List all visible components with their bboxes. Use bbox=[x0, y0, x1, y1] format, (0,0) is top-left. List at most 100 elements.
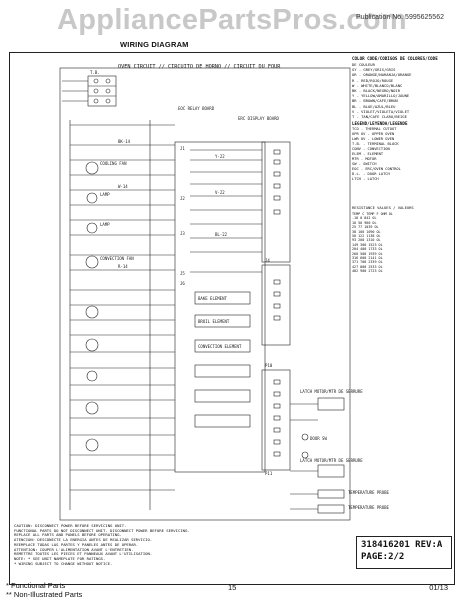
label-display-board: ERC DISPLAY BOARD bbox=[238, 116, 280, 121]
functional-parts-note: * Functional Parts bbox=[6, 581, 66, 590]
connector-pins bbox=[273, 149, 281, 457]
label-door-sw: DOOR SW bbox=[310, 436, 327, 441]
caution-line: NOTE: * SEE UNIT NAMEPLATE FOR RATINGS. bbox=[14, 556, 106, 561]
label-wire-r: R-14 bbox=[118, 264, 128, 269]
caution-line: REEMPLACE TODAS LAS PARTES Y PANELES ANT… bbox=[14, 542, 139, 547]
label-j5: J5 bbox=[180, 271, 185, 276]
component-legend: TCO - THERMAL CUTOUT UPR OV - UPPER OVEN… bbox=[352, 127, 452, 182]
legend-item: MTR - MOTOR bbox=[352, 157, 377, 161]
legend-item: TCO - THERMAL CUTOUT bbox=[352, 127, 397, 131]
bake-element-2 bbox=[194, 364, 251, 378]
circuit-boundary bbox=[59, 67, 351, 521]
table-row: 93 200 1310 OL bbox=[352, 238, 381, 243]
legend-item: D.L. - DOOR LATCH bbox=[352, 172, 390, 176]
label-terminal-block: T.B. bbox=[90, 70, 100, 75]
label-j3: J3 bbox=[180, 231, 185, 236]
label-latch-lower: LATCH MOTOR/MTR DE SERRURE bbox=[300, 458, 363, 463]
caution-line: FUNCTIONAL PARTS DO NOT DISCONNECT UNIT.… bbox=[14, 528, 190, 533]
color-code-legend: DE COULEUR GY - GREY/GRIS/GRIS OR - ORAN… bbox=[352, 62, 452, 119]
lamp-symbol-2 bbox=[86, 222, 98, 234]
footer-date: 01/13 bbox=[429, 583, 448, 592]
terminal-block bbox=[87, 75, 117, 107]
label-sensor: TEMPERATURE PROBE bbox=[348, 490, 390, 495]
label-lamp-1: LAMP bbox=[100, 192, 110, 197]
label-j4: J4 bbox=[265, 258, 270, 263]
label-p10: P10 bbox=[265, 363, 273, 368]
legend-item: ELEM - ELEMENT bbox=[352, 152, 384, 156]
caution-line: * WIRING SUBJECT TO CHANGE WITHOUT NOTIC… bbox=[14, 561, 113, 566]
table-row: 482 900 2723 OL bbox=[352, 269, 383, 274]
convection-fan-motor bbox=[85, 255, 99, 269]
legend-item: W - WHITE/BLANCO/BLANC bbox=[352, 82, 403, 88]
legend-item: Y - YELLOW/AMARILLO/JAUNE bbox=[352, 93, 410, 99]
legend-item: LWR OV - LOWER OVEN bbox=[352, 137, 395, 141]
table-row: 427 800 2533 OL bbox=[352, 264, 383, 269]
probe-box-1 bbox=[317, 489, 345, 499]
table-row: 25 77 1039 OL bbox=[352, 225, 379, 230]
legend-item: R - RED/ROJO/ROUGE bbox=[352, 77, 394, 83]
legend-item: UPR OV - UPPER OVEN bbox=[352, 132, 395, 136]
table-row: 316 600 2141 OL bbox=[352, 256, 383, 261]
non-illustrated-parts-note: ** Non-Illustrated Parts bbox=[6, 589, 83, 599]
color-code-subtitle: DE COULEUR bbox=[352, 62, 375, 67]
broil-element bbox=[194, 314, 251, 328]
lamp-symbol bbox=[86, 192, 98, 204]
label-j2: J2 bbox=[180, 196, 185, 201]
component-rows bbox=[70, 124, 175, 491]
label-wire-bk: BK-14 bbox=[118, 139, 131, 144]
connector-j4 bbox=[261, 264, 291, 346]
legend-item: V - VIOLET/VIOLETA/VIOLET bbox=[352, 108, 410, 114]
site-watermark: AppliancePartsPros.com bbox=[57, 4, 407, 36]
label-j1: J1 bbox=[180, 146, 185, 151]
bake-element bbox=[194, 291, 251, 305]
label-j6: J6 bbox=[180, 281, 185, 286]
latch-motor-symbol-2 bbox=[85, 401, 99, 415]
caution-line: REPLACE ALL PARTS AND PANELS BEFORE OPER… bbox=[14, 533, 122, 538]
label-wire-v: V-22 bbox=[215, 190, 225, 195]
table-row: 38 100 1090 OL bbox=[352, 229, 381, 234]
caution-line: ATENCION: DESCONECTE LA ENERGIA ANTES DE… bbox=[14, 538, 153, 543]
legend-item: GY - GREY/GRIS/GRIS bbox=[352, 67, 396, 73]
table-row: 371 700 2339 OL bbox=[352, 260, 383, 265]
board-wires bbox=[190, 149, 262, 273]
label-latch-upper: LATCH MOTOR/MTR DE SERRURE bbox=[300, 389, 363, 394]
component-legend-title: LEGEND/LEYENDA/LEGENDE bbox=[352, 121, 408, 126]
table-row: 149 300 1523 OL bbox=[352, 242, 383, 247]
footer-notes: * Functional Parts ** Non-Illustrated Pa… bbox=[6, 581, 83, 599]
label-broil: BROIL ELEMENT bbox=[198, 319, 230, 324]
label-bake: BAKE ELEMENT bbox=[198, 296, 227, 301]
probe-box-2 bbox=[317, 504, 345, 514]
legend-item: BL - BLUE/AZUL/BLEU bbox=[352, 103, 396, 109]
table-row: 10 50 960 OL bbox=[352, 220, 377, 225]
part-number: 318416201 REV:A bbox=[361, 540, 443, 550]
latch-switch-box-upper bbox=[317, 397, 345, 411]
label-wire-y: Y-22 bbox=[215, 154, 225, 159]
label-wire-w: W-14 bbox=[118, 184, 128, 189]
broil-element-2 bbox=[194, 389, 251, 403]
convection-element-2 bbox=[194, 414, 251, 428]
circuit-title: OVEN CIRCUIT // CIRCUITO DE HORNO // CIR… bbox=[118, 64, 281, 70]
table-row: -18 0 842 OL bbox=[352, 216, 377, 221]
label-eoc-board: EOC RELAY BOARD bbox=[178, 106, 215, 111]
legend-item: CONV - CONVECTION bbox=[352, 147, 390, 151]
legend-item: EOC - ERC/OVEN CONTROL bbox=[352, 167, 401, 171]
legend-item: SW - SWITCH bbox=[352, 162, 377, 166]
caution-notes: CAUTION: DISCONNECT POWER BEFORE SERVICI… bbox=[14, 524, 344, 566]
legend-item: OR - ORANGE/NARANJA/ORANGE bbox=[352, 72, 412, 78]
table-row: 260 500 1939 OL bbox=[352, 251, 383, 256]
label-p11: P11 bbox=[265, 471, 273, 476]
lamp-symbol-3 bbox=[86, 370, 98, 382]
legend-item: T - TAN/CAFE CLARO/BEIGE bbox=[352, 114, 407, 120]
legend-item: BR - BROWN/CAFE/BRUN bbox=[352, 98, 398, 104]
table-row: 204 400 1733 OL bbox=[352, 247, 383, 252]
label-lamp-2: LAMP bbox=[100, 222, 110, 227]
legend-item: LTCH - LATCH bbox=[352, 177, 379, 181]
resistance-table-title: RESISTANCE VALUES / VALEURS bbox=[352, 205, 414, 210]
label-conv-fan: CONVECTION FAN bbox=[100, 256, 134, 261]
fan-motor-symbol-2 bbox=[85, 438, 99, 452]
page-title: WIRING DIAGRAM bbox=[120, 40, 189, 49]
latch-motor-symbol bbox=[85, 305, 99, 319]
door-switch-symbol-2 bbox=[301, 451, 309, 459]
label-conv-elem: CONVECTION ELEMENT bbox=[198, 344, 242, 349]
